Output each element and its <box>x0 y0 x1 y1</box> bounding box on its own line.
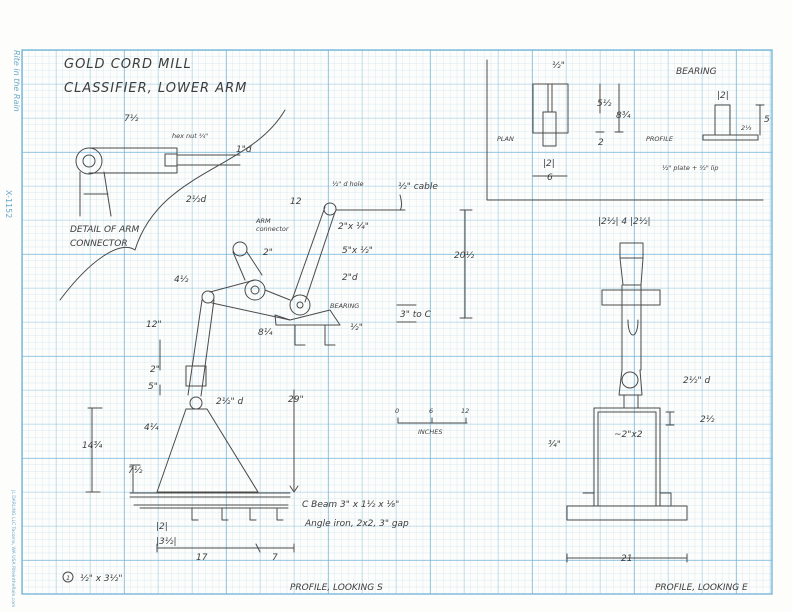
svg-text:Rite in the Rain: Rite in the Rain <box>12 50 21 112</box>
note-text: ½" x 3½" <box>80 574 123 584</box>
label-shaft: 2"d <box>342 273 358 283</box>
profile-e-drawing <box>566 242 688 563</box>
dim-height-29: 29" <box>288 395 304 405</box>
bearing-d2: 8¾ <box>616 111 631 121</box>
scale-bar <box>397 417 468 424</box>
form-number: X-1152 <box>4 190 13 218</box>
label-bar-2: 5"x ½" <box>342 246 373 256</box>
dim-to-c: 3" to C <box>400 310 432 320</box>
dim-top-width: 12 <box>290 197 302 207</box>
bearing-plate-note: ½" plate + ½" lip <box>662 164 719 172</box>
caption-profile-e: PROFILE, LOOKING E <box>655 583 748 593</box>
dim-link: 8¼ <box>258 328 273 338</box>
dim-connector-width: 2" <box>263 248 273 258</box>
dim-base-2: |2| <box>156 522 168 532</box>
scale-unit: INCHES <box>418 428 442 436</box>
bearing-profile-height: 5 <box>764 115 770 125</box>
label-rod-dia: 1"d <box>236 145 252 155</box>
label-arm-connector-2: connector <box>256 225 290 233</box>
label-cable: ½" cable <box>398 182 438 192</box>
dim-pin: 2½" d <box>216 397 243 407</box>
dim-clamp: 2" <box>150 365 160 375</box>
maker-imprint: JL DARLING LLC Tacoma, WA USA RiteintheR… <box>10 489 16 607</box>
profile-e-wall: ¾" <box>548 440 561 450</box>
bearing-detail-drawing <box>486 59 765 201</box>
dim-arm-length: 12" <box>146 320 162 330</box>
brand-logo: Rite in the Rain <box>12 50 21 112</box>
bearing-d3: 2 <box>598 138 604 148</box>
profile-e-width: 21 <box>621 554 632 564</box>
note-number-circle <box>62 571 74 583</box>
label-detail-2: CONNECTOR <box>70 239 128 249</box>
dim-span-17: 17 <box>196 553 208 563</box>
scale-tick-12: 12 <box>461 407 469 415</box>
title-line-2: CLASSIFIER, LOWER ARM <box>64 81 247 96</box>
scale-tick-6: 6 <box>429 407 433 415</box>
dim-offset: 4½ <box>174 275 189 285</box>
dim-plate: ½" <box>350 323 363 333</box>
bearing-w-inner: |2| <box>543 159 555 169</box>
label-arm-connector-1: ARM <box>255 217 271 225</box>
bearing-profile-width: |2| <box>717 91 729 101</box>
dim-height-7: 7½ <box>128 466 143 476</box>
arm-connector-detail-drawing <box>59 109 286 301</box>
caption-profile-s: PROFILE, LOOKING S <box>290 583 383 593</box>
label-hex-nut: hex nut ¾" <box>172 132 208 140</box>
dim-span-7: 7 <box>272 553 278 563</box>
profile-s-drawing <box>85 194 473 553</box>
profile-e-tube: ~2"x2 <box>614 430 643 440</box>
dim-connector-length: 7½ <box>124 114 139 124</box>
bearing-profile-label: PROFILE <box>646 135 674 143</box>
scale-tick-0: 0 <box>395 407 399 415</box>
dim-base-3: |3½| <box>156 537 177 547</box>
dim-lower: 5" <box>148 382 158 392</box>
bearing-d1: 5½ <box>597 99 612 109</box>
label-detail-1: DETAIL OF ARM <box>70 225 140 235</box>
dim-height-20: 20½ <box>454 251 474 261</box>
dim-angle: 4¼ <box>144 423 159 433</box>
bearing-profile-height-2: 2⅓ <box>741 124 752 132</box>
label-bearing: BEARING <box>330 302 359 310</box>
label-callout-dia: 2½d <box>186 195 206 205</box>
bearing-w-outer: 6 <box>547 173 553 183</box>
profile-e-flange: 2½ <box>700 415 715 425</box>
bearing-slot: ½" <box>552 61 565 71</box>
bearing-plan-label: PLAN <box>497 135 514 143</box>
label-hole: ½" d hole <box>332 180 363 188</box>
bearing-title: BEARING <box>676 67 717 77</box>
title-line-1: GOLD CORD MILL <box>64 57 192 72</box>
profile-e-pin: 2½" d <box>683 376 710 386</box>
profile-e-top-dims: |2½| 4 |2½| <box>598 217 650 227</box>
label-angle-iron: Angle iron, 2x2, 3" gap <box>304 519 409 529</box>
label-bar-1: 2"x ¼" <box>338 222 369 232</box>
label-c-beam: C Beam 3" x 1½ x ⅛" <box>302 500 399 510</box>
dim-height-14: 14¾ <box>82 441 102 451</box>
note-number: 1 <box>66 574 70 582</box>
